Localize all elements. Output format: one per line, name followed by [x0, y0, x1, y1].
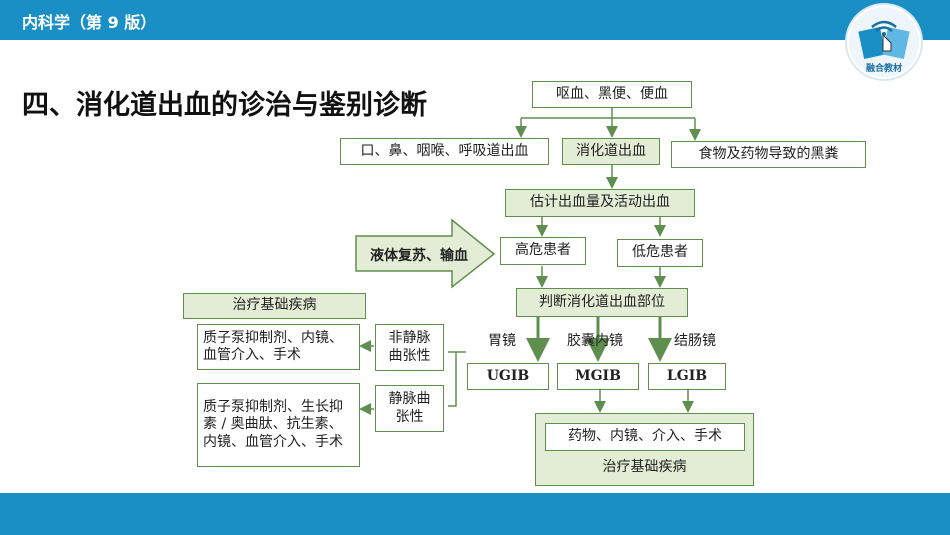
capsule-endoscopy-label: 胶囊内镜: [567, 333, 623, 349]
treatment-group-label: 治疗基础疾病: [602, 458, 687, 475]
variceal-box: 静脉曲张性: [375, 385, 444, 432]
symptoms-box: 呕血、黑便、便血: [532, 81, 692, 108]
fluid-resuscitation-label: 液体复苏、输血: [370, 248, 468, 264]
food-drug-black-stool-box: 食物及药物导致的黑粪: [671, 141, 866, 168]
treatment-options-box: 药物、内镜、介入、手术: [545, 423, 745, 451]
low-risk-box: 低危患者: [617, 239, 703, 267]
variceal-treatment-box: 质子泵抑制剂、生长抑素 / 奥曲肽、抗生素、内镜、血管介入、手术: [197, 383, 360, 467]
lgib-box: LGIB: [648, 363, 726, 390]
textbook-logo: 融合教材: [845, 3, 923, 81]
ugib-box: UGIB: [467, 363, 549, 390]
gastroscopy-label: 胃镜: [488, 333, 516, 349]
colonoscopy-label: 结肠镜: [674, 333, 716, 349]
high-risk-box: 高危患者: [500, 237, 586, 265]
gi-bleed-box: 消化道出血: [562, 138, 660, 165]
nonvariceal-box: 非静脉曲张性: [375, 324, 444, 371]
book-wifi-icon: [849, 7, 919, 77]
header-bar: 内科学（第 9 版）: [0, 0, 950, 40]
logo-text: 融合教材: [865, 64, 902, 74]
footer-bar: [0, 493, 950, 535]
non-gi-bleed-box: 口、鼻、咽喉、呼吸道出血: [340, 138, 549, 165]
locate-bleeding-box: 判断消化道出血部位: [516, 288, 688, 317]
estimate-bleeding-box: 估计出血量及活动出血: [505, 189, 695, 217]
mgib-box: MGIB: [557, 363, 639, 390]
nonvariceal-treatment-box: 质子泵抑制剂、内镜、血管介入、手术: [197, 324, 360, 370]
course-title: 内科学（第 9 版）: [22, 13, 157, 32]
page-heading: 四、消化道出血的诊治与鉴别诊断: [22, 90, 427, 121]
left-treat-underlying-box: 治疗基础疾病: [183, 293, 366, 319]
